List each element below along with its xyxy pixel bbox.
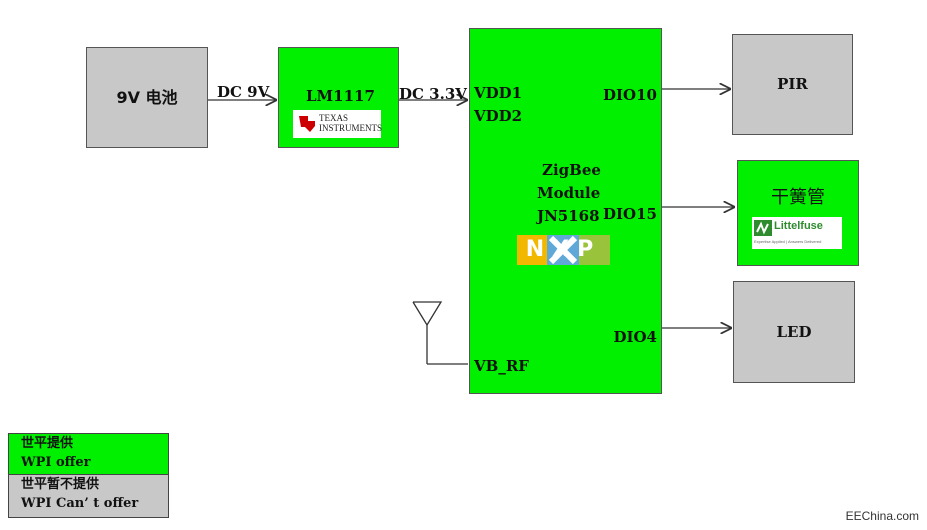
module-title-line3: JN5168: [537, 207, 600, 225]
regulator-label: LM1117: [306, 87, 375, 105]
zigbee-module-block: VDD1 VDD2 DIO10 DIO15 DIO4 VB_RF ZigBee …: [469, 28, 662, 394]
led-block: LED: [733, 281, 855, 383]
module-title-line1: ZigBee: [542, 161, 601, 179]
littelfuse-tagline: Expertise Applied | Answers Delivered: [754, 239, 822, 244]
legend-not-provided-cn: 世平暂不提供: [21, 477, 100, 492]
littelfuse-mark-icon: [754, 220, 772, 236]
nxp-x-icon: [547, 235, 610, 265]
pin-dio4: DIO4: [613, 328, 657, 346]
regulator-block: LM1117 Texas Instruments: [278, 47, 399, 148]
pir-label: PIR: [777, 75, 808, 93]
legend-provided-cn: 世平提供: [21, 436, 74, 451]
module-title-line2: Module: [537, 184, 601, 202]
dc9v-label: DC 9V: [217, 83, 270, 101]
littelfuse-logo: Littelfuse Expertise Applied | Answers D…: [752, 217, 842, 249]
reed-switch-label: 干簧管: [771, 187, 825, 208]
pin-dio15: DIO15: [603, 205, 657, 223]
led-label: LED: [776, 322, 812, 341]
legend-provided: 世平提供 WPI offer: [8, 433, 169, 475]
battery-label: 9V 电池: [116, 87, 178, 107]
ti-logo-line1: Texas: [319, 113, 348, 123]
nxp-logo: NXP: [517, 235, 610, 265]
ti-state-icon: [299, 116, 315, 132]
nxp-logo-text: NXP: [525, 237, 602, 262]
battery-block: 9V 电池: [86, 47, 208, 148]
ti-logo-line2: Instruments: [319, 123, 383, 133]
texas-instruments-logo: Texas Instruments: [293, 110, 383, 138]
pin-dio10: DIO10: [603, 86, 657, 104]
littelfuse-logo-text: Littelfuse: [774, 220, 823, 232]
pin-vdd2: VDD2: [474, 107, 523, 125]
eechina-credit: EEChina.com: [845, 509, 919, 523]
legend-provided-en: WPI offer: [21, 455, 91, 470]
legend-not-provided: 世平暂不提供 WPI Can’ t offer: [8, 474, 169, 518]
antenna-icon: [412, 301, 468, 365]
legend-not-provided-en: WPI Can’ t offer: [21, 496, 139, 511]
pin-vbrf: VB_RF: [474, 357, 529, 375]
dc33v-label: DC 3.3V: [399, 85, 467, 103]
reed-switch-block: 干簧管 Littelfuse Expertise Applied | Answe…: [737, 160, 859, 266]
pir-block: PIR: [732, 34, 853, 135]
pin-vdd1: VDD1: [474, 84, 523, 102]
